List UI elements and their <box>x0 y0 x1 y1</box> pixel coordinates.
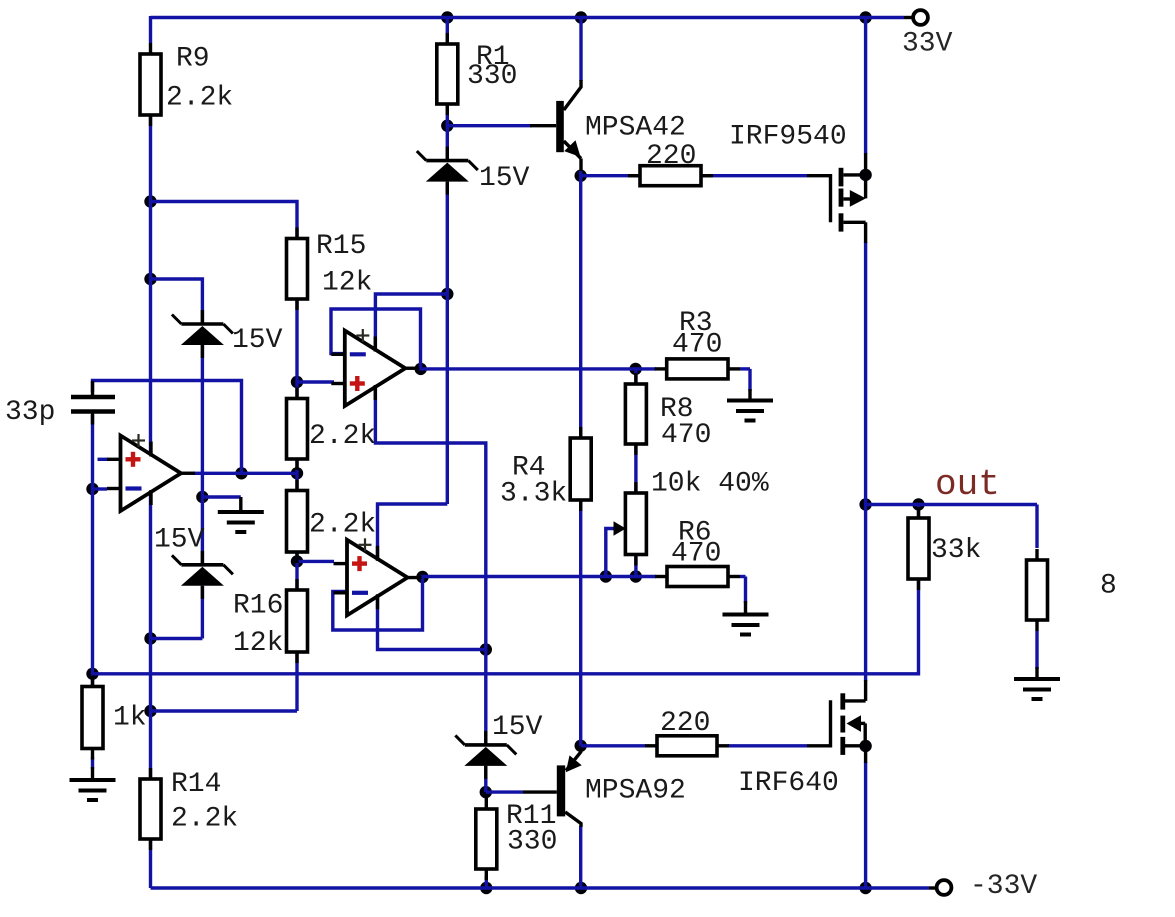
svg-text:2.2k: 2.2k <box>309 510 376 541</box>
svg-text:33k: 33k <box>931 535 981 566</box>
svg-text:15V: 15V <box>479 163 530 194</box>
svg-text:R16: R16 <box>233 591 283 622</box>
svg-text:33V: 33V <box>902 29 953 60</box>
svg-text:IRF9540: IRF9540 <box>729 122 847 153</box>
svg-text:2.2k: 2.2k <box>171 804 238 835</box>
svg-text:R4: R4 <box>512 453 546 484</box>
svg-text:out: out <box>935 464 1000 505</box>
svg-text:220: 220 <box>660 708 710 739</box>
svg-text:15V: 15V <box>492 712 543 743</box>
svg-text:R15: R15 <box>316 231 366 262</box>
svg-text:MPSA42: MPSA42 <box>585 113 686 144</box>
svg-text:MPSA92: MPSA92 <box>585 776 686 807</box>
svg-text:12k: 12k <box>322 268 372 299</box>
svg-text:33p: 33p <box>5 397 55 428</box>
svg-text:15V: 15V <box>232 325 283 356</box>
svg-text:2.2k: 2.2k <box>166 83 233 114</box>
svg-text:R8: R8 <box>660 394 694 425</box>
svg-text:R6: R6 <box>678 518 712 549</box>
svg-text:8: 8 <box>1100 571 1117 602</box>
svg-text:220: 220 <box>646 141 696 172</box>
svg-text:10k 40%: 10k 40% <box>651 469 769 500</box>
svg-text:R11: R11 <box>506 801 556 832</box>
svg-text:470: 470 <box>661 420 711 451</box>
svg-text:1k: 1k <box>113 703 147 734</box>
svg-text:15V: 15V <box>154 525 205 556</box>
svg-text:IRF640: IRF640 <box>738 768 839 799</box>
svg-text:12k: 12k <box>233 628 283 659</box>
svg-text:330: 330 <box>507 827 557 858</box>
svg-text:-33V: -33V <box>970 871 1037 902</box>
svg-text:R3: R3 <box>679 308 713 339</box>
svg-text:3.3k: 3.3k <box>500 479 567 510</box>
svg-text:2.2k: 2.2k <box>309 421 376 452</box>
svg-text:R9: R9 <box>176 44 210 75</box>
svg-text:R14: R14 <box>171 769 221 800</box>
svg-text:330: 330 <box>467 61 517 92</box>
svg-text:470: 470 <box>671 539 721 570</box>
svg-text:R1: R1 <box>476 42 510 73</box>
svg-text:470: 470 <box>672 330 722 361</box>
